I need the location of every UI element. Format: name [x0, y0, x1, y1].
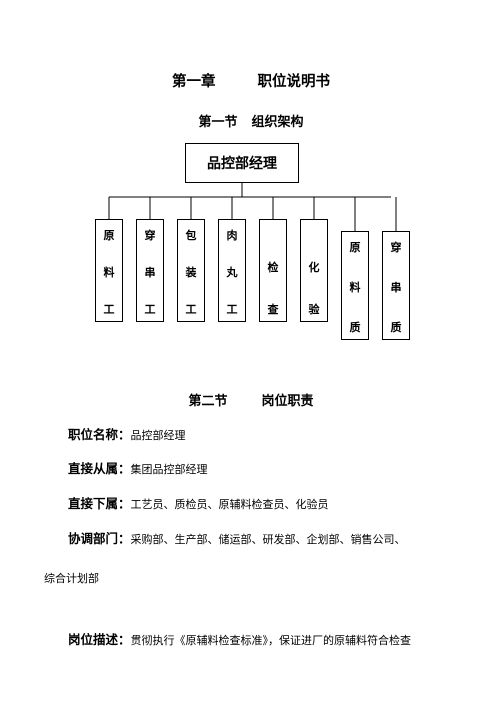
- chapter-number: 第一章: [172, 74, 216, 90]
- org-box-inspector: 检查: [259, 219, 287, 322]
- org-box-raw-material-supervisor: 原料质: [341, 231, 369, 340]
- org-box-char: 料: [349, 281, 361, 294]
- org-box-char: 验: [308, 303, 320, 316]
- field-reports-to: 直接从属：集团品控部经理: [68, 454, 448, 485]
- field-label: 直接从属：: [68, 461, 131, 476]
- org-box-packing-worker: 包装工: [177, 219, 205, 322]
- section1-number: 第一节: [198, 115, 238, 130]
- section2-number: 第二节: [188, 394, 228, 409]
- org-box-skewer-supervisor: 穿串质: [382, 231, 410, 340]
- field-subordinates: 直接下属：工艺员、质检员、原辅料检查员、化验员: [68, 489, 448, 520]
- org-box-char: 穿: [390, 241, 402, 254]
- field-value: 贯彻执行《原辅料检查标准》，保证进厂的原辅料符合检查: [130, 634, 412, 647]
- field-position-name: 职位名称：品控部经理: [68, 420, 448, 451]
- org-box-raw-material-worker: 原料工: [95, 219, 123, 322]
- org-box-char: 工: [226, 303, 238, 316]
- section2-heading: 岗位职责: [261, 394, 314, 409]
- field-coordination-continued: 综合计划部: [44, 572, 99, 585]
- field-coordination: 协调部门：采购部、生产部、储运部、研发部、企划部、销售公司、: [68, 524, 468, 555]
- org-box-char: 查: [267, 303, 279, 316]
- org-box-char: 肉: [226, 229, 238, 242]
- field-label: 直接下属：: [68, 496, 131, 511]
- field-description: 岗位描述：贯彻执行《原辅料检查标准》，保证进厂的原辅料符合检查: [68, 625, 468, 656]
- org-box-skewer-worker: 穿串工: [136, 219, 164, 322]
- org-box-char: 化: [308, 261, 320, 274]
- org-box-char: 原: [349, 241, 361, 254]
- chapter-heading: 职位说明书: [257, 74, 331, 90]
- field-value: 工艺员、质检员、原辅料检查员、化验员: [130, 498, 329, 511]
- field-label: 职位名称：: [68, 427, 131, 442]
- org-box-char: 工: [185, 303, 197, 316]
- section1-heading: 组织架构: [251, 115, 304, 130]
- org-box-char: 穿: [144, 229, 156, 242]
- org-box-char: 装: [185, 266, 197, 279]
- org-box-char: 检: [267, 261, 279, 274]
- org-box-char: 质: [349, 321, 361, 334]
- field-label: 岗位描述：: [68, 632, 131, 647]
- org-box-meatball-worker: 肉丸工: [218, 219, 246, 322]
- org-box-char: 质: [390, 321, 402, 334]
- org-box-char: 原: [103, 229, 115, 242]
- section1-title: 第一节组织架构: [0, 111, 502, 130]
- org-chart-connectors: [108, 183, 397, 231]
- org-chart: 品控部经理 原料工穿串工包装工肉丸工检查化验原料质穿串质: [85, 140, 425, 350]
- org-box-char: 串: [390, 281, 402, 294]
- org-box-char: 工: [144, 303, 156, 316]
- field-value: 品控部经理: [130, 429, 186, 442]
- branch-drops: [108, 197, 397, 231]
- org-box-lab-tester: 化验: [300, 219, 328, 322]
- org-box-char: 料: [103, 266, 115, 279]
- field-value: 集团品控部经理: [130, 463, 208, 476]
- org-box-char: 丸: [226, 266, 238, 279]
- org-root-box: 品控部经理: [185, 143, 299, 183]
- org-box-char: 串: [144, 266, 156, 279]
- section2-title: 第二节 岗位职责: [0, 390, 502, 409]
- org-box-char: 包: [185, 229, 197, 242]
- field-label: 协调部门：: [68, 531, 131, 546]
- org-box-char: 工: [103, 303, 115, 316]
- field-value: 采购部、生产部、储运部、研发部、企划部、销售公司、: [130, 533, 406, 546]
- chapter-title: 第一章 职位说明书: [0, 70, 502, 91]
- org-root-label: 品控部经理: [207, 156, 277, 172]
